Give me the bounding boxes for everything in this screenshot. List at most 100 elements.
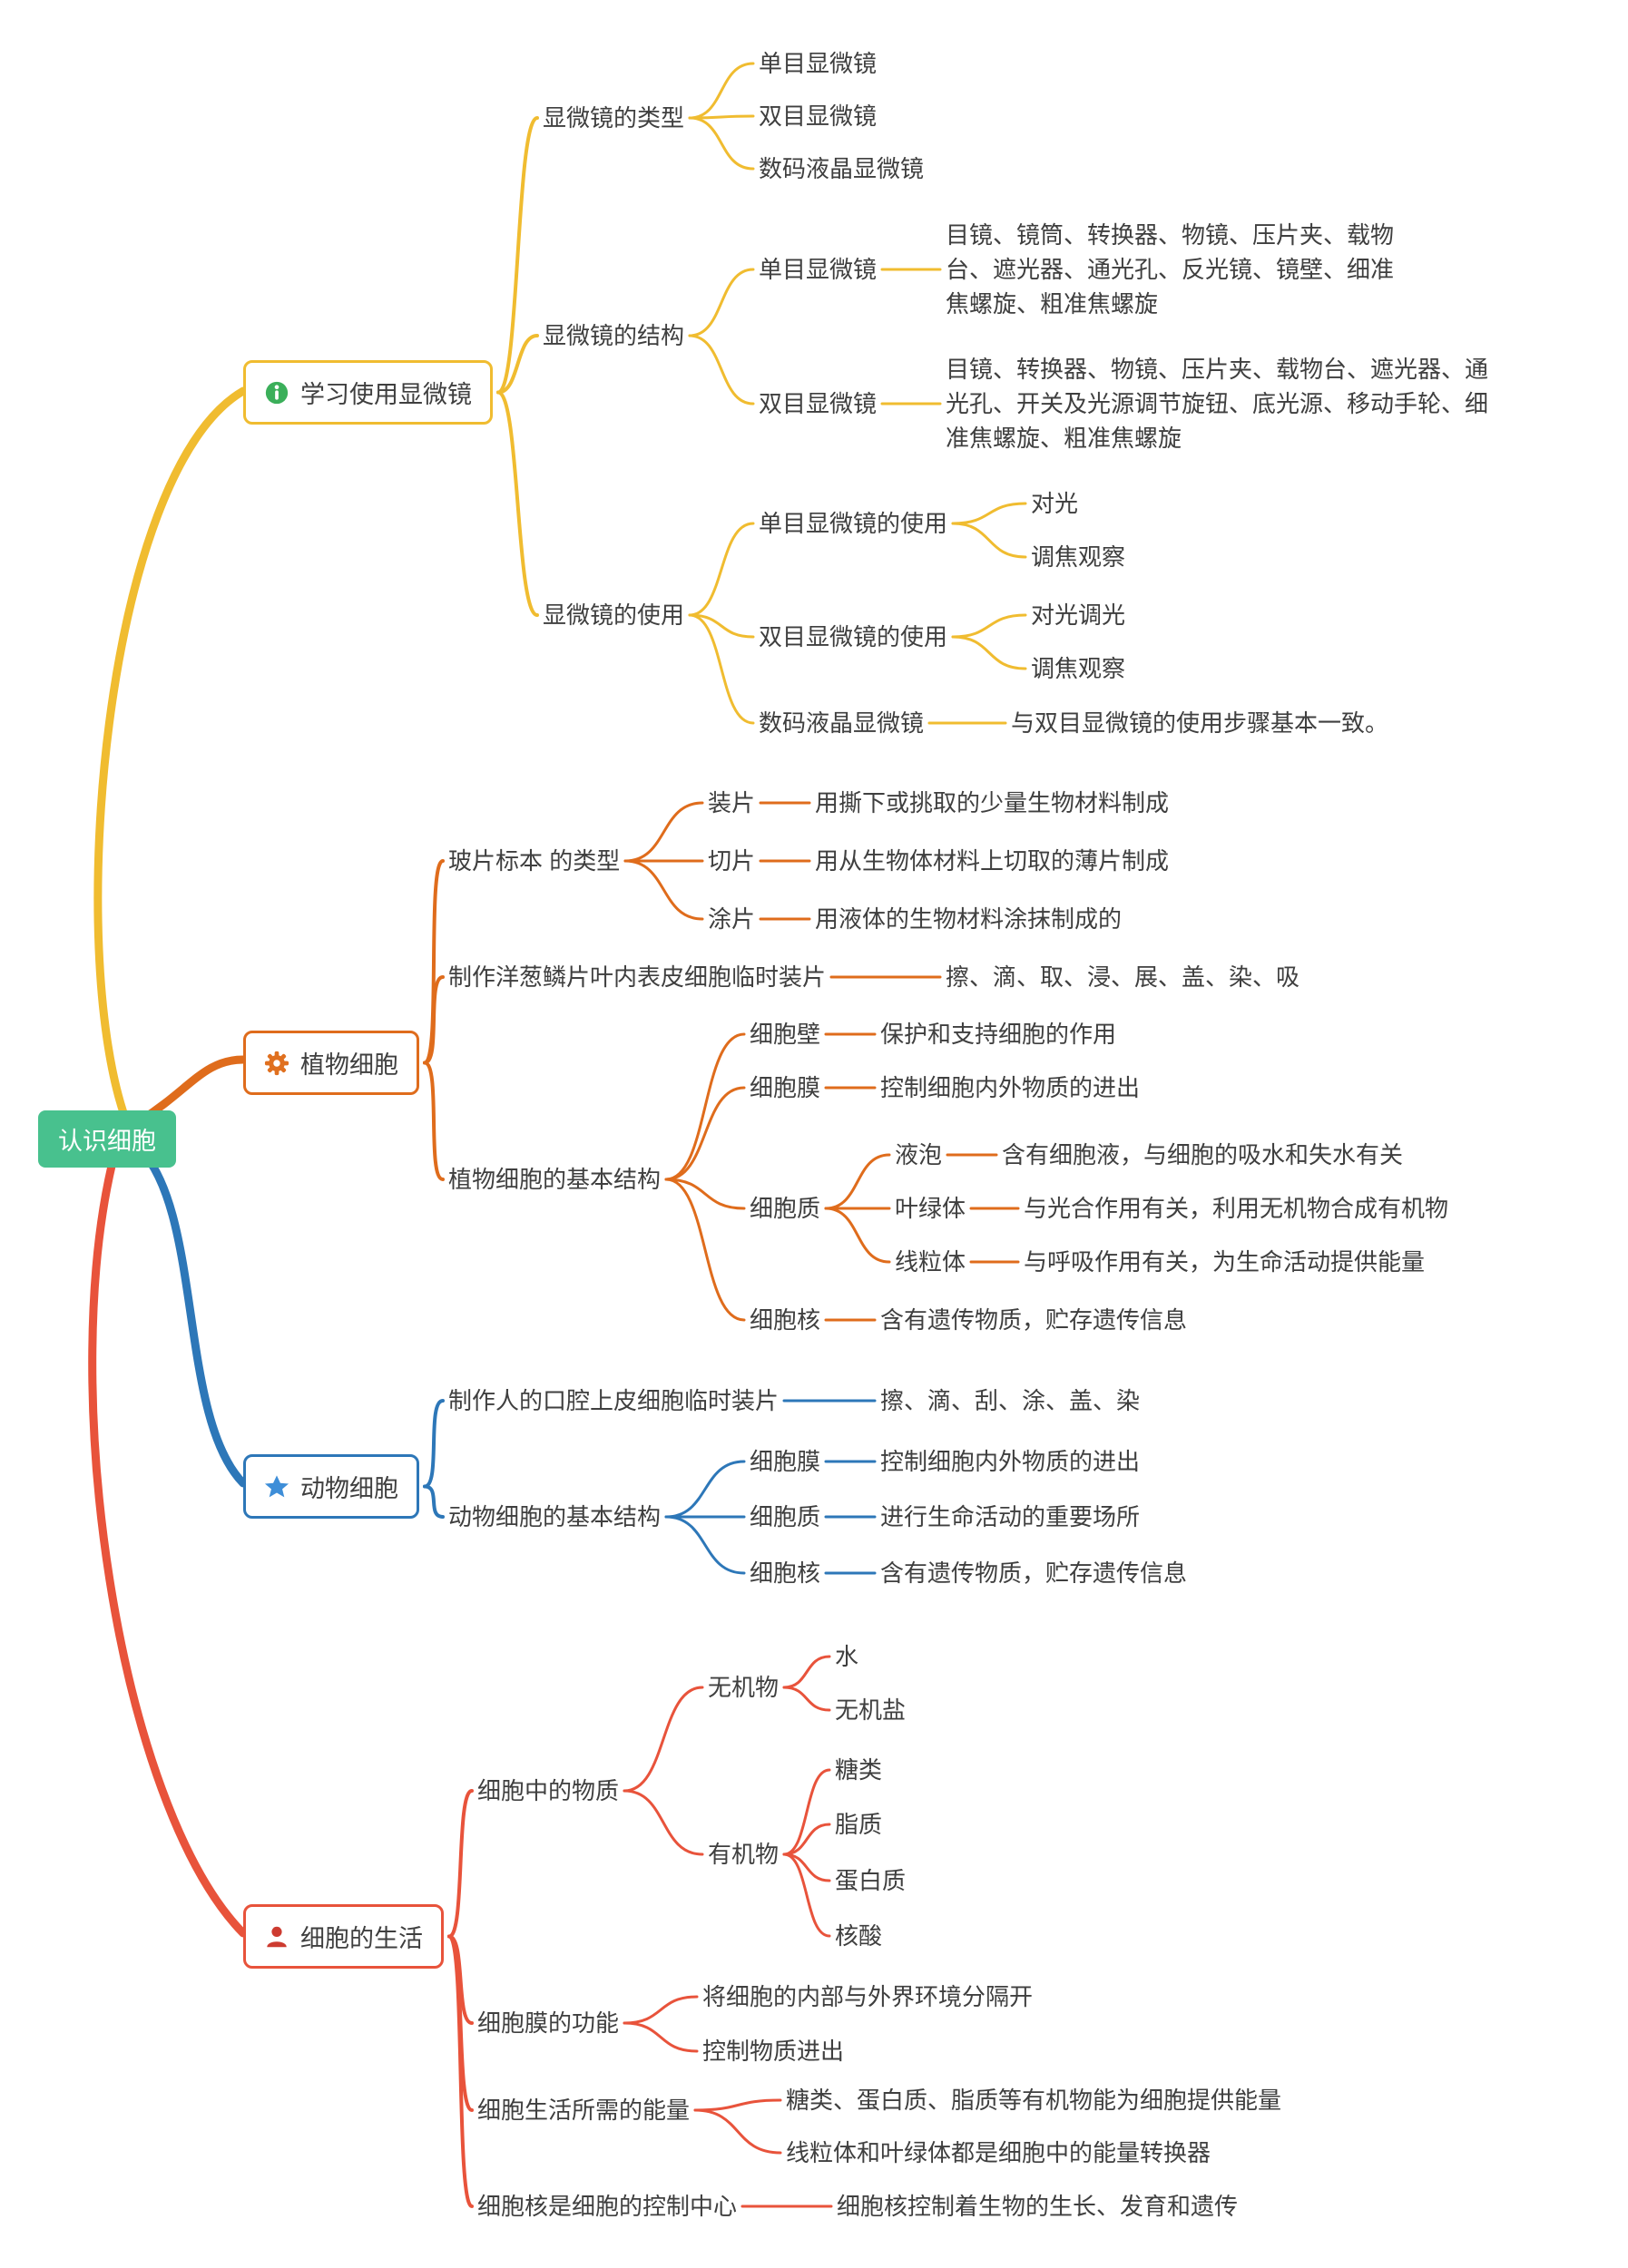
node-smear-slide[interactable]: 涂片 <box>708 905 756 933</box>
node-chloroplast[interactable]: 叶绿体 <box>895 1195 966 1222</box>
node-cytoplasm[interactable]: 细胞质 <box>750 1503 821 1530</box>
node-cell-membrane-detail[interactable]: 控制细胞内外物质的进出 <box>880 1448 1141 1475</box>
gear-icon <box>264 1051 289 1075</box>
node-digital-lcd-microscope[interactable]: 数码液晶显微镜 <box>759 155 925 182</box>
node-oral-slide[interactable]: 制作人的口腔上皮细胞临时装片 <box>448 1387 780 1414</box>
connector-line <box>496 334 539 395</box>
node-cell-substances[interactable]: 细胞中的物质 <box>477 1777 620 1804</box>
node-nucleus[interactable]: 细胞核 <box>750 1559 821 1587</box>
node-nucleus-detail[interactable]: 含有遗传物质，贮存遗传信息 <box>880 1559 1188 1587</box>
node-smear-slide-detail[interactable]: 用液体的生物材料涂抹制成的 <box>815 905 1123 933</box>
node-mono-usage-step-light[interactable]: 对光 <box>1031 490 1079 517</box>
node-vacuole-detail[interactable]: 含有细胞液，与细胞的吸水和失水有关 <box>1002 1141 1404 1168</box>
main-curve-plant-cell <box>136 1055 248 1125</box>
node-digital-usage[interactable]: 数码液晶显微镜 <box>759 709 925 737</box>
node-organic[interactable]: 有机物 <box>708 1841 780 1868</box>
node-cytoplasm[interactable]: 细胞质 <box>750 1195 821 1222</box>
node-bino-structure-detail[interactable]: 目镜、转换器、物镜、压片夹、载物台、遮光器、通光孔、开关及光源调节旋钮、底光源、… <box>946 356 1489 452</box>
connector-line <box>824 1153 891 1210</box>
node-section-slide-detail[interactable]: 用从生物体材料上切取的薄片制成 <box>815 847 1170 875</box>
node-bino-microscope[interactable]: 双目显微镜 <box>759 103 878 130</box>
node-slide-types[interactable]: 玻片标本 的类型 <box>448 847 621 875</box>
branch-animal-cell[interactable]: 动物细胞 <box>243 1454 419 1519</box>
connector-line <box>693 2098 782 2112</box>
main-curve-animal-cell <box>132 1140 248 1488</box>
node-lipid[interactable]: 脂质 <box>835 1811 883 1838</box>
connector-line <box>623 801 704 863</box>
node-mitochondria[interactable]: 线粒体 <box>895 1248 966 1276</box>
node-onion-slide[interactable]: 制作洋葱鳞片叶内表皮细胞临时装片 <box>448 963 827 991</box>
connector-line <box>623 1686 704 1793</box>
node-nucleus-control-center[interactable]: 细胞核是细胞的控制中心 <box>477 2193 738 2220</box>
node-cell-membrane-detail[interactable]: 控制细胞内外物质的进出 <box>880 1074 1141 1101</box>
connector-line <box>693 2108 782 2155</box>
person-icon <box>267 1926 287 1947</box>
node-mount-slide-detail[interactable]: 用撕下或挑取的少量生物材料制成 <box>815 789 1170 816</box>
node-cell-energy[interactable]: 细胞生活所需的能量 <box>477 2097 691 2124</box>
connector-line <box>951 502 1027 525</box>
connector-line <box>496 390 539 617</box>
node-sugar[interactable]: 糖类 <box>835 1756 883 1784</box>
node-mono-structure-detail[interactable]: 目镜、镜筒、转换器、物镜、压片夹、载物台、遮光器、通光孔、反光镜、镜壁、细准焦螺… <box>946 221 1395 318</box>
node-microscope-types[interactable]: 显微镜的类型 <box>543 104 685 132</box>
branch-label: 细胞的生活 <box>300 1925 423 1952</box>
node-inorganic-salt[interactable]: 无机盐 <box>835 1696 907 1724</box>
node-water[interactable]: 水 <box>835 1643 859 1670</box>
connector-line <box>688 613 755 725</box>
connector-line <box>423 1061 445 1181</box>
connector-line <box>951 613 1027 639</box>
node-mitochondria-detail[interactable]: 与呼吸作用有关，为生命活动提供能量 <box>1024 1248 1426 1276</box>
node-bino-structure[interactable]: 双目显微镜 <box>759 390 878 417</box>
node-microscope-usage[interactable]: 显微镜的使用 <box>543 601 685 629</box>
connector-line <box>664 1515 746 1575</box>
branch-plant-cell[interactable]: 植物细胞 <box>243 1031 419 1095</box>
connector-line <box>423 1484 445 1519</box>
connector-line <box>623 1995 699 2025</box>
branch-cell-life[interactable]: 细胞的生活 <box>243 1904 444 1969</box>
node-digital-usage-detail[interactable]: 与双目显微镜的使用步骤基本一致。 <box>1011 709 1389 737</box>
connector-line <box>824 1207 891 1264</box>
node-cell-wall[interactable]: 细胞壁 <box>750 1021 821 1048</box>
node-membrane-function-control[interactable]: 控制物质进出 <box>702 2038 845 2065</box>
node-energy-converters[interactable]: 线粒体和叶绿体都是细胞中的能量转换器 <box>786 2139 1211 2166</box>
node-oral-slide-steps[interactable]: 擦、滴、刮、涂、盖、染 <box>880 1387 1141 1414</box>
node-plant-cell-structure[interactable]: 植物细胞的基本结构 <box>448 1166 662 1193</box>
connector-line <box>447 1934 474 2208</box>
node-bino-usage-step-focus[interactable]: 调焦观察 <box>1031 655 1126 682</box>
node-cell-membrane[interactable]: 细胞膜 <box>750 1448 821 1475</box>
node-section-slide[interactable]: 切片 <box>708 847 756 875</box>
node-inorganic[interactable]: 无机物 <box>708 1674 780 1701</box>
branch-learn-microscope[interactable]: 学习使用显微镜 <box>243 360 493 425</box>
root-topic[interactable]: 认识细胞 <box>38 1110 176 1168</box>
node-animal-cell-structure[interactable]: 动物细胞的基本结构 <box>448 1503 662 1530</box>
main-curve-cell-life <box>88 1143 248 1938</box>
node-mono-structure[interactable]: 单目显微镜 <box>759 256 878 283</box>
node-vacuole[interactable]: 液泡 <box>895 1141 943 1168</box>
connector-line <box>782 1768 831 1856</box>
node-nucleus-control-detail[interactable]: 细胞核控制着生物的生长、发育和遗传 <box>837 2193 1239 2220</box>
node-onion-slide-steps[interactable]: 擦、滴、取、浸、展、盖、染、吸 <box>946 963 1300 991</box>
node-cytoplasm-detail[interactable]: 进行生命活动的重要场所 <box>880 1503 1141 1530</box>
connector-line <box>664 1032 746 1181</box>
star-icon <box>264 1474 289 1497</box>
node-energy-organic[interactable]: 糖类、蛋白质、脂质等有机物能为细胞提供能量 <box>786 2087 1282 2114</box>
node-mono-usage-step-focus[interactable]: 调焦观察 <box>1031 543 1126 571</box>
node-bino-usage[interactable]: 双目显微镜的使用 <box>759 623 948 650</box>
node-cell-membrane[interactable]: 细胞膜 <box>750 1074 821 1101</box>
node-microscope-structure[interactable]: 显微镜的结构 <box>543 322 685 349</box>
node-nucleic-acid[interactable]: 核酸 <box>835 1922 883 1950</box>
node-bino-usage-step-light[interactable]: 对光调光 <box>1031 601 1126 629</box>
node-nucleus[interactable]: 细胞核 <box>750 1306 821 1334</box>
node-mount-slide[interactable]: 装片 <box>708 789 756 816</box>
node-membrane-function-separate[interactable]: 将细胞的内部与外界环境分隔开 <box>702 1983 1034 2010</box>
node-chloroplast-detail[interactable]: 与光合作用有关，利用无机物合成有机物 <box>1024 1195 1449 1222</box>
node-mono-microscope[interactable]: 单目显微镜 <box>759 50 878 77</box>
node-nucleus-detail[interactable]: 含有遗传物质，贮存遗传信息 <box>880 1306 1188 1334</box>
connector-line <box>623 1789 704 1856</box>
node-mono-usage[interactable]: 单目显微镜的使用 <box>759 510 948 537</box>
node-protein[interactable]: 蛋白质 <box>835 1867 907 1894</box>
node-membrane-function[interactable]: 细胞膜的功能 <box>477 2009 620 2037</box>
node-cell-wall-detail[interactable]: 保护和支持细胞的作用 <box>880 1021 1117 1048</box>
